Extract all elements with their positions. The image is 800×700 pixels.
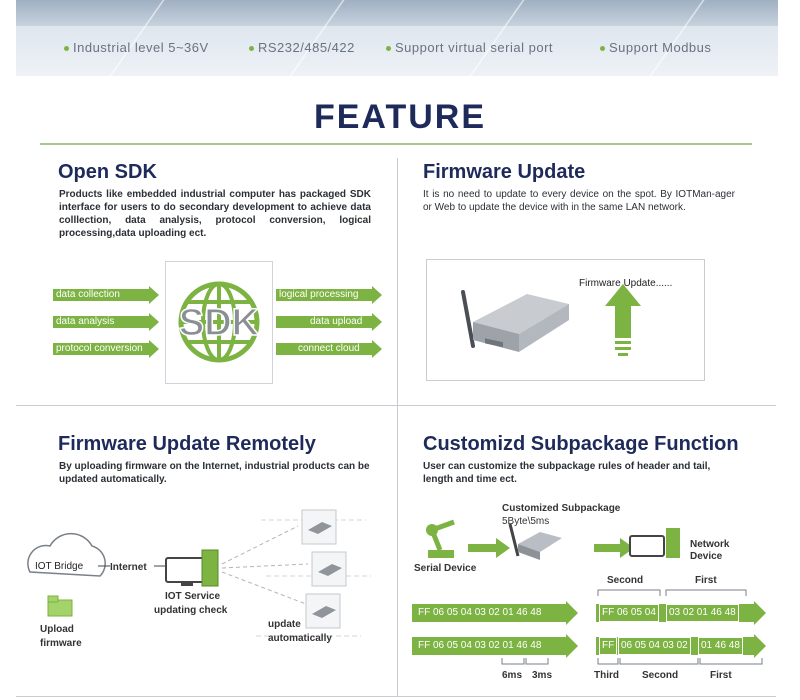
bullet-icon [386, 46, 391, 52]
feature-badge-voltage: Industrial level 5~36V [64, 40, 209, 55]
network-device-icon [629, 535, 665, 557]
row1-first-label: First [695, 575, 717, 586]
folder-icon [47, 599, 73, 617]
row2-output-packet: FF 06 05 04 03 02 01 46 48 [596, 634, 766, 658]
firmware-update-status: Firmware Update...... [579, 278, 673, 289]
timing-6ms-label: 6ms [502, 670, 523, 681]
upload-firmware-label-line1: Upload [40, 624, 74, 635]
row2-first-label: First [710, 670, 732, 681]
remote-update-description: By uploading firmware on the Internet, i… [59, 461, 370, 485]
divider-vertical-bottom [397, 406, 398, 696]
arrow-connect-cloud: connect cloud [276, 340, 382, 358]
timing-3ms-label: 3ms [532, 670, 553, 681]
serial-device-label: Serial Device [414, 563, 477, 574]
custom-subpackage-label-line2: 5Byte\5ms [502, 516, 550, 527]
subpackage-flow-diagram [426, 519, 680, 560]
divider-horizontal-middle [16, 405, 776, 406]
update-auto-label-line1: update [268, 619, 301, 630]
remote-update-diagram [27, 509, 371, 637]
network-device-label-line1: Network [690, 539, 730, 550]
cloud-icon [27, 532, 106, 577]
heading-rule [40, 143, 752, 145]
firmware-update-description: It is no need to update to every device … [423, 189, 735, 213]
row1-brackets [597, 589, 747, 596]
custom-subpackage-label-line1: Customized Subpackage [502, 503, 621, 514]
banner-photo-band [16, 0, 778, 26]
feature-badge-virtual-port: Support virtual serial port [386, 40, 553, 55]
arrow-data-upload: data upload [276, 313, 382, 331]
row1-input-packet: FF 06 05 04 03 02 01 46 48 [412, 601, 578, 625]
upload-firmware-label-line2: firmware [40, 638, 82, 649]
arrow-data-analysis: data analysis [53, 313, 159, 331]
row1-second-label: Second [607, 575, 644, 586]
internet-label: Internet [110, 562, 147, 573]
router-device-icon [461, 284, 641, 356]
row2-input-packet: FF 06 05 04 03 02 01 46 48 [412, 634, 578, 658]
row2-brackets [501, 658, 763, 665]
firmware-update-title: Firmware Update [423, 161, 586, 183]
iot-bridge-label: IOT Bridge [35, 561, 84, 572]
bullet-icon [600, 46, 605, 52]
iot-service-label-line1: IOT Service [165, 591, 221, 602]
row2-second-label: Second [642, 670, 679, 681]
update-auto-label-line2: automatically [268, 633, 332, 644]
sdk-logo-box: SDK [165, 261, 273, 384]
globe-icon: SDK [178, 281, 260, 363]
sdk-logo-text: SDK [179, 302, 260, 344]
feature-badge-serial: RS232/485/422 [249, 40, 355, 55]
open-sdk-title: Open SDK [58, 161, 157, 183]
bullet-icon [64, 46, 69, 52]
row1-output-packet: FF 06 05 04 03 02 01 46 48 [596, 601, 766, 625]
arrow-data-collection: data collection [53, 286, 159, 304]
subpackage-title: Customizd Subpackage Function [423, 433, 739, 455]
bullet-icon [249, 46, 254, 52]
iot-service-label-line2: updating check [154, 605, 228, 616]
subpackage-description: User can customize the subpackage rules … [423, 461, 711, 485]
router-device-icon [508, 523, 520, 557]
arrow-logical-processing: logical processing [276, 286, 382, 304]
product-banner: Industrial level 5~36V RS232/485/422 Sup… [16, 0, 778, 76]
network-device-label-line2: Device [690, 551, 723, 562]
server-tower-icon [201, 549, 219, 587]
feature-heading: FEATURE [313, 98, 487, 136]
feature-badge-modbus: Support Modbus [600, 40, 711, 55]
divider-horizontal-bottom [16, 696, 776, 697]
arrow-protocol-conversion: protocol conversion [53, 340, 159, 358]
divider-vertical-top [397, 158, 398, 408]
open-sdk-description: Products like embedded industrial comput… [59, 189, 371, 239]
row2-third-label: Third [594, 670, 619, 681]
remote-update-title: Firmware Update Remotely [58, 433, 316, 455]
firmware-update-panel: Firmware Update...... [426, 259, 705, 381]
